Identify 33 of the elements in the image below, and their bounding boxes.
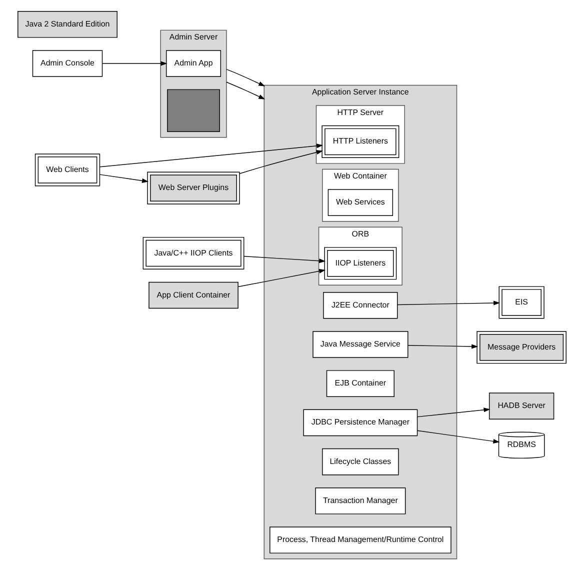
arrow	[397, 300, 500, 306]
node-box: Message Providers	[476, 331, 566, 364]
arrow	[226, 82, 266, 100]
node-box: Web Clients	[34, 154, 100, 186]
node-box: IIOP Listeners	[324, 247, 397, 280]
node-box: Web Services	[328, 189, 394, 216]
node-box: HTTP Listeners	[322, 125, 400, 158]
node-box: Admin App	[166, 50, 222, 77]
arrow	[408, 344, 478, 349]
node-box: Process, Thread Management/Runtime Control	[270, 526, 452, 554]
arrow	[417, 430, 500, 444]
node-box: EJB Container	[326, 370, 394, 397]
arrow	[239, 150, 323, 174]
arrow	[244, 256, 326, 264]
node-box: Java/C++ IIOP Clients	[142, 236, 244, 270]
node-box: HADB Server	[488, 392, 554, 420]
arrow	[238, 268, 326, 288]
arrow	[100, 174, 149, 183]
node-box: EIS	[498, 286, 544, 319]
node-box: Admin Console	[32, 50, 103, 77]
node-box	[167, 89, 220, 132]
arrow	[226, 68, 266, 86]
arrow	[100, 144, 324, 168]
node-box: Java 2 Standard Edition	[18, 11, 118, 38]
node-box: App Client Container	[148, 282, 238, 309]
node-box: J2EE Connector	[323, 292, 398, 319]
node-box: Lifecycle Classes	[322, 448, 399, 476]
node-box: JDBC Persistence Manager	[303, 409, 418, 436]
node-box: Transaction Manager	[315, 488, 406, 514]
node-box: Java Message Service	[312, 331, 408, 358]
arrow	[417, 408, 490, 418]
arrow	[102, 61, 168, 66]
node-box: Web Server Plugins	[147, 172, 240, 204]
